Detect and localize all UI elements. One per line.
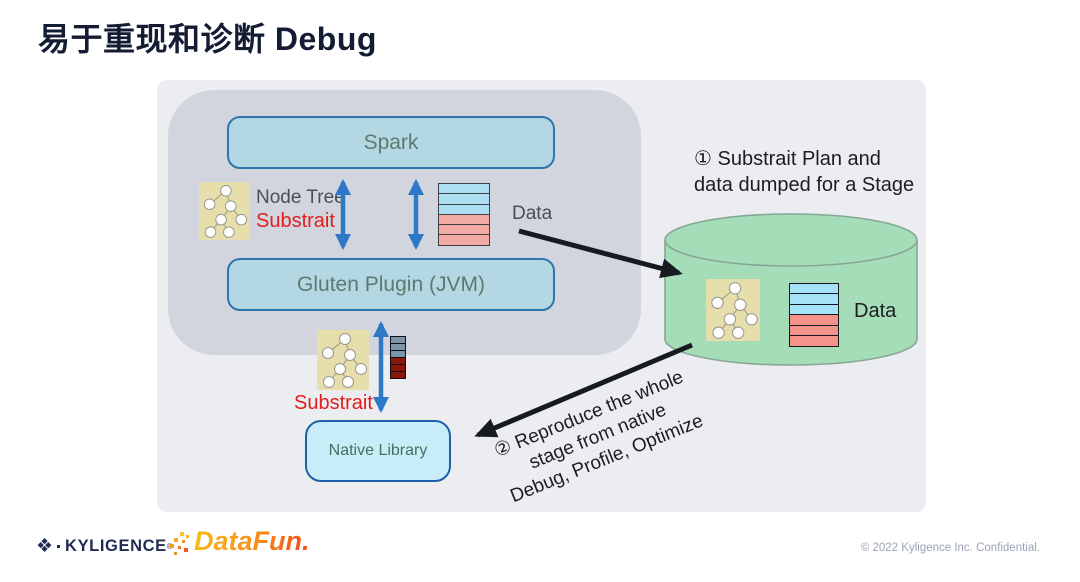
substrait-top-label: Substrait <box>256 210 335 232</box>
step1-line2: data dumped for a Stage <box>694 174 915 196</box>
kyligence-wordmark: KYLIGENCE <box>65 537 167 555</box>
kyligence-diamond-icon: ❖ <box>36 536 54 557</box>
node-tree-icon <box>199 182 249 240</box>
step1-annotation: ① Substrait Plan and data dumped for a S… <box>694 146 914 198</box>
data-left-label: Data <box>512 203 553 224</box>
spark-box-label: Spark <box>363 130 419 154</box>
copyright-text: © 2022 Kyligence Inc. Confidential. <box>860 542 1040 554</box>
registered-mark: ® <box>166 542 173 551</box>
data-stack-mini-icon <box>390 336 406 379</box>
gluten-plugin-box: Gluten Plugin (JVM) <box>227 258 555 311</box>
native-library-box: Native Library <box>305 420 451 482</box>
data-stack-icon <box>438 183 490 246</box>
datafun-wordmark: DataFun. <box>194 526 310 556</box>
step1-line1: ① Substrait Plan and <box>694 148 881 170</box>
node-tree-icon <box>317 330 369 390</box>
node-tree-label: Node Tree <box>256 187 345 208</box>
gluten-plugin-box-label: Gluten Plugin (JVM) <box>297 272 485 296</box>
spark-box: Spark <box>227 116 555 169</box>
page-title: 易于重现和诊断 Debug <box>38 21 377 57</box>
datafun-dots-icon <box>170 532 189 555</box>
kyligence-dot <box>57 545 61 548</box>
substrait-bottom-label: Substrait <box>294 392 373 414</box>
native-library-box-label: Native Library <box>328 442 428 459</box>
data-stack-icon <box>789 283 839 348</box>
node-tree-icon <box>706 279 760 341</box>
kyligence-logo: ❖ KYLIGENCE ® <box>36 537 173 556</box>
data-cylinder-label: Data <box>854 300 897 322</box>
datafun-logo: DataFun. <box>170 526 310 560</box>
